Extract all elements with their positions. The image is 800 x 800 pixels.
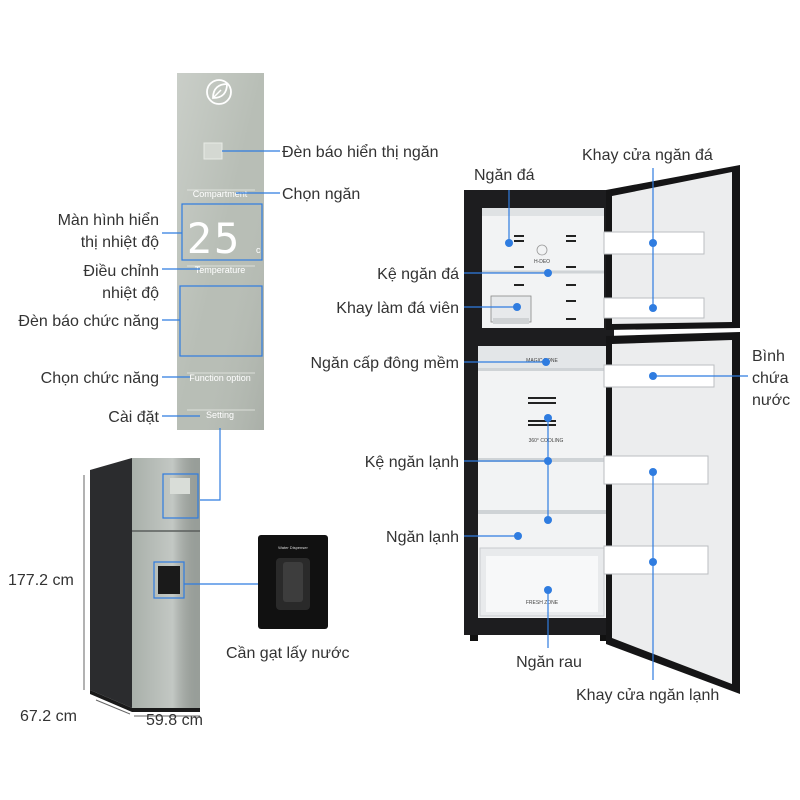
temperature-label: Temperature xyxy=(195,265,246,275)
callout-ice-tray: Khay làm đá viên xyxy=(336,300,459,317)
temperature-unit: c xyxy=(256,245,261,255)
callout-fridge-shelf: Kệ ngăn lạnh xyxy=(365,454,459,471)
callout-temp-display-1: Màn hình hiển xyxy=(58,211,159,229)
freezer-top xyxy=(482,208,604,216)
fridge-callout-lines xyxy=(464,168,748,680)
water-dispenser-closeup: Water Dispenser xyxy=(258,535,328,629)
fridge-base xyxy=(90,690,200,712)
callout-freezer-shelf: Kệ ngăn đá xyxy=(377,266,459,283)
magic-zone-shelf xyxy=(478,368,606,371)
dispenser-device-text: Water Dispenser xyxy=(278,545,308,550)
dot-freezer-shelf xyxy=(544,269,552,277)
hydeo-label: H-DEO xyxy=(534,259,550,265)
compartment-indicator-light xyxy=(203,142,223,160)
callout-vegetable-drawer: Ngăn rau xyxy=(516,654,582,671)
callout-soft-freeze: Ngăn cấp đông mềm xyxy=(310,355,459,372)
callout-water-tank-1: Bình xyxy=(752,348,785,365)
fridge-mini-dispenser xyxy=(158,566,180,594)
callout-ice-compartment: Ngăn đá xyxy=(474,167,535,184)
fridge-shelf-1 xyxy=(478,458,606,462)
dispenser-lever xyxy=(283,562,303,602)
fridge-dispenser-highlight xyxy=(153,561,185,599)
dot-soft-freeze xyxy=(542,358,550,366)
dot-freezer-door-tray-1 xyxy=(649,239,657,247)
callout-temp-display-2: thị nhiệt độ xyxy=(81,234,159,251)
fridge-divider xyxy=(464,328,614,346)
dot-vegetable-drawer xyxy=(544,586,552,594)
callout-temp-adjust-1: Điều chỉnh xyxy=(83,263,159,280)
dot-fridge-top xyxy=(544,414,552,422)
fridge-vents xyxy=(528,397,556,426)
dot-fridge-shelf xyxy=(544,457,552,465)
fridge-side xyxy=(90,458,132,708)
callout-water-tank-2: chứa xyxy=(752,370,789,387)
fridge-door-liner xyxy=(612,340,732,684)
temperature-display-box xyxy=(181,203,263,261)
dot-fridge-compartment xyxy=(514,532,522,540)
callout-fridge-compartment: Ngăn lạnh xyxy=(386,529,459,546)
dot-ice-tray xyxy=(513,303,521,311)
hydeo-logo-icon xyxy=(536,244,548,256)
dot-water-tank xyxy=(649,372,657,380)
function-indicator-box xyxy=(179,285,263,357)
leaf-icon xyxy=(206,79,232,105)
callout-water-tank-3: nước xyxy=(752,392,790,409)
freezer-vents xyxy=(514,235,576,320)
setting-label: Setting xyxy=(206,410,234,420)
fridge-open: H-DEO MAGIC ZONE 360° COOLING FRESH ZONE xyxy=(464,165,740,694)
panel-callout-lines xyxy=(162,150,280,501)
fridge-mini-panel xyxy=(170,478,190,494)
dimension-depth: 67.2 cm xyxy=(20,708,77,725)
dot-freezer-door-tray-2 xyxy=(649,304,657,312)
dimension-lines xyxy=(83,475,200,717)
dot-ice-compartment xyxy=(505,239,513,247)
cooling-360-label: 360° COOLING xyxy=(529,438,564,444)
function-label: Function option xyxy=(189,373,251,383)
dimension-width: 59.8 cm xyxy=(146,712,203,729)
callout-dispenser: Cần gạt lấy nước xyxy=(226,645,349,662)
ice-tray-front xyxy=(493,318,529,324)
fresh-zone-label: FRESH ZONE xyxy=(526,600,559,606)
dot-fridge-lower xyxy=(544,516,552,524)
callout-freezer-door-tray: Khay cửa ngăn đá xyxy=(582,147,713,164)
control-panel: Compartment 25 c Temperature Function op… xyxy=(177,73,264,430)
callout-settings: Cài đặt xyxy=(108,409,159,426)
vegetable-drawer-front xyxy=(486,556,598,612)
fridge-shelf-2 xyxy=(478,510,606,514)
callout-choose-compartment: Chọn ngăn xyxy=(282,186,360,203)
control-panel-shine xyxy=(177,73,264,430)
ice-tray xyxy=(490,295,532,323)
callout-compartment-indicator: Đèn báo hiển thị ngăn xyxy=(282,143,439,161)
fridge-foot-right xyxy=(600,635,608,641)
fridge-callout-dots xyxy=(505,239,657,594)
fridge-foot-left xyxy=(470,635,478,641)
magic-zone-strip xyxy=(478,346,606,368)
fridge-exterior xyxy=(90,458,258,712)
callout-function-indicator: Đèn báo chức năng xyxy=(18,313,159,330)
callout-temp-adjust-2: nhiệt độ xyxy=(102,285,159,302)
callout-fridge-door-tray: Khay cửa ngăn lạnh xyxy=(576,687,719,704)
dot-fridge-door-tray-2 xyxy=(649,558,657,566)
callout-choose-function: Chọn chức năng xyxy=(41,370,159,387)
dimension-depth-line xyxy=(95,699,131,715)
fridge-panel-highlight xyxy=(162,473,199,519)
temperature-digits: 25 xyxy=(187,214,242,263)
compartment-label: Compartment xyxy=(193,189,248,199)
dot-fridge-door-tray-1 xyxy=(649,468,657,476)
dimension-height: 177.2 cm xyxy=(8,572,74,589)
